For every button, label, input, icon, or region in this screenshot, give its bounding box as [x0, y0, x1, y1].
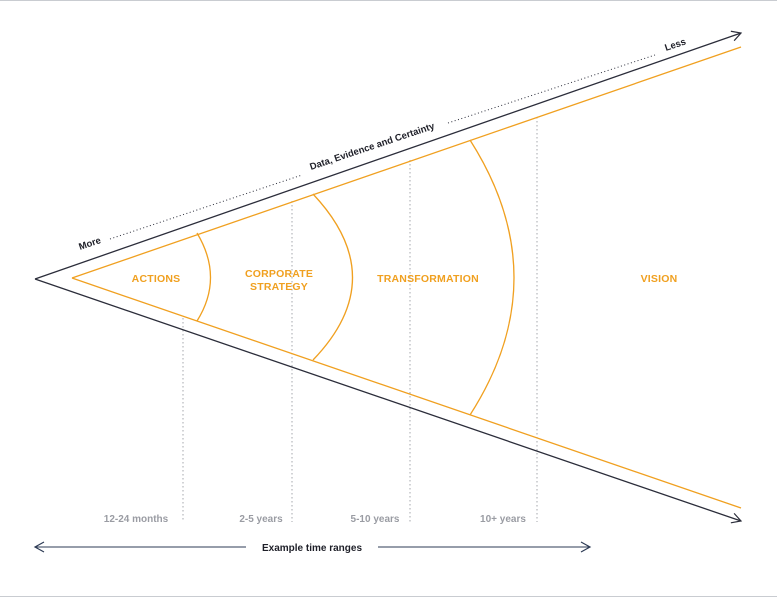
inner-cone-upper-edge	[71, 46, 742, 279]
phase-arc-1	[196, 232, 212, 322]
outer-cone-upper-edge	[34, 30, 743, 280]
time-label-12-24-months: 12-24 months	[104, 514, 169, 525]
certainty-less-label: Less	[663, 37, 687, 54]
phase-label-transformation: TRANSFORMATION	[377, 273, 479, 285]
time-label-2-5-years: 2-5 years	[239, 514, 283, 525]
phase-label-actions: ACTIONS	[132, 273, 181, 285]
example-time-ranges: Example time ranges	[33, 541, 592, 554]
bottom-border	[0, 596, 777, 597]
outer-cone	[34, 30, 743, 524]
time-label-5-10-years: 5-10 years	[351, 514, 400, 525]
phase-label-corporate: CORPORATE	[245, 268, 313, 280]
inner-cone-lower-edge	[71, 277, 742, 509]
phase-labels: ACTIONS CORPORATE STRATEGY TRANSFORMATIO…	[132, 268, 678, 293]
time-label-10-plus-years: 10+ years	[480, 514, 526, 525]
time-guides	[182, 117, 538, 522]
top-border	[0, 0, 777, 1]
certainty-dotted-line-left	[109, 174, 303, 240]
certainty-axis: More Data, Evidence and Certainty Less	[77, 37, 687, 253]
time-range-labels: 12-24 months 2-5 years 5-10 years 10+ ye…	[104, 514, 527, 525]
certainty-more-label: More	[77, 235, 102, 253]
outer-cone-lower-edge	[34, 278, 743, 524]
phase-arcs	[196, 139, 515, 416]
inner-cone	[71, 46, 742, 509]
example-time-ranges-label: Example time ranges	[262, 543, 362, 554]
phase-arc-3	[469, 139, 515, 416]
phase-arc-2	[312, 193, 353, 361]
certainty-axis-title: Data, Evidence and Certainty	[308, 121, 436, 173]
phase-label-strategy: STRATEGY	[250, 281, 308, 293]
phase-label-vision: VISION	[641, 273, 678, 285]
certainty-dotted-line-right	[447, 54, 656, 124]
